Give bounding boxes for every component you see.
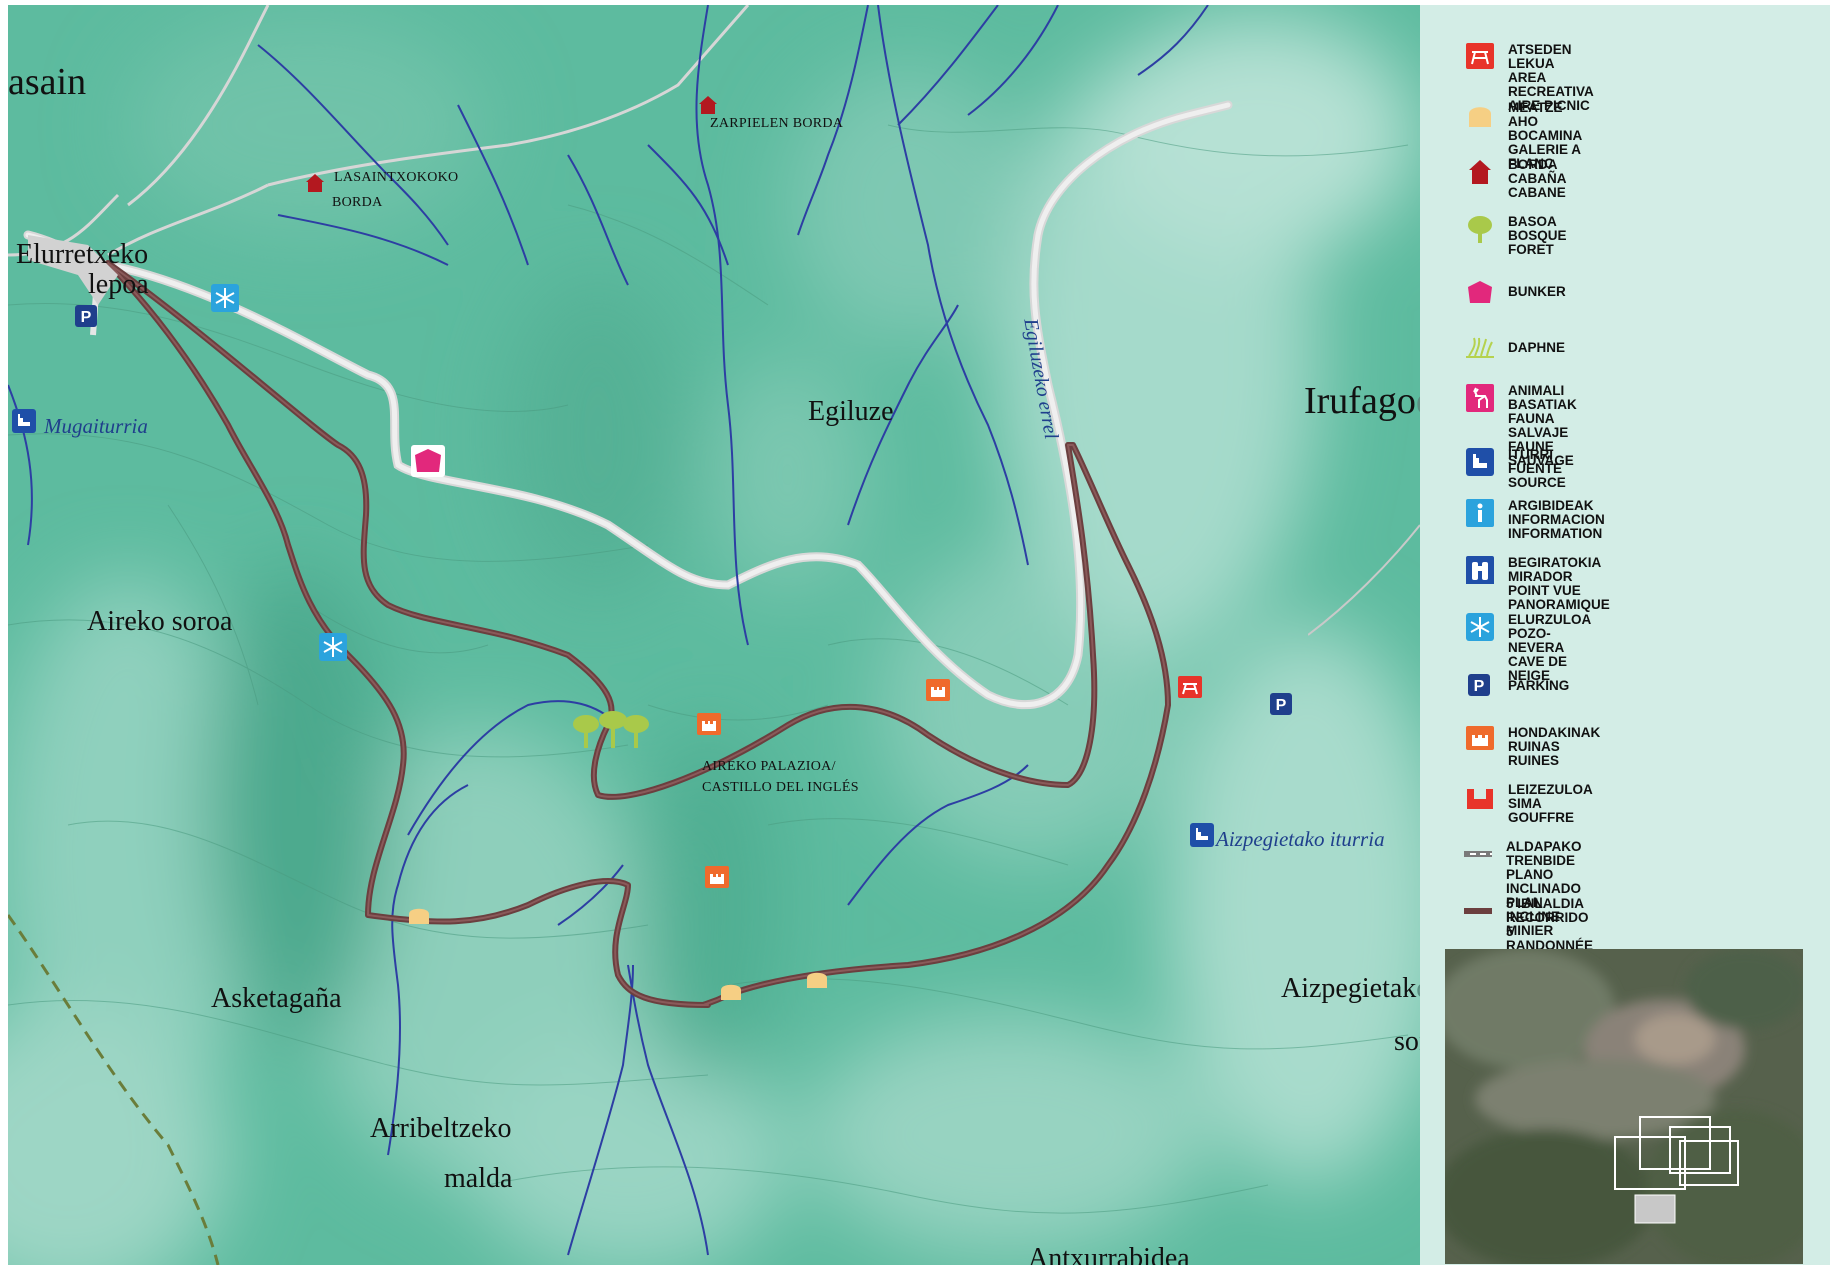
ruins-icon[interactable]	[705, 866, 729, 888]
place-aizpegietak-b: o	[1416, 973, 1420, 1004]
place-irufagoeta-b: eta	[1416, 380, 1420, 422]
picnic-icon[interactable]	[1178, 676, 1202, 698]
place-mugaiturria: Mugaiturria	[44, 414, 148, 438]
legend-label: HONDAKINAK RUINAS RUINES	[1508, 725, 1601, 768]
place-irufagoeta: Irufagoeta	[1304, 382, 1420, 420]
place-irufagoeta-a: Irufago	[1304, 380, 1416, 422]
legend-label: ARGIBIDEAK INFORMACION INFORMATION	[1508, 498, 1605, 541]
parking-letter: P	[1276, 697, 1287, 714]
place-arribeltzeko-malda: malda	[444, 1163, 513, 1194]
mine-entrance-icon[interactable]	[719, 979, 743, 1001]
legend-label: ATSEDEN LEKUA AREA RECREATIVA AIRE PICNI…	[1508, 42, 1594, 113]
ruins-icon	[1466, 726, 1494, 750]
parking-area	[28, 235, 118, 305]
legend-label: BORDA CABAÑA CABANE	[1508, 157, 1567, 200]
bunker-icon	[1468, 281, 1492, 303]
viewpoint-icon	[1466, 556, 1494, 584]
map-canvas	[8, 5, 1420, 1265]
bunker-icon[interactable]	[411, 445, 445, 477]
inset-aerial	[1445, 949, 1803, 1264]
hut-icon[interactable]	[305, 173, 325, 193]
legend-label: LEIZEZULOA SIMA GOUFFRE	[1508, 782, 1593, 825]
ruins-icon[interactable]	[926, 679, 950, 701]
place-elurretxeko: Elurretxeko	[16, 239, 149, 270]
hut-icon[interactable]	[698, 95, 718, 115]
off-map-road	[1308, 524, 1420, 636]
place-zarpielen: ZARPIELEN BORDA	[710, 116, 844, 131]
snow-well-icon	[1466, 613, 1494, 641]
place-lasaintxokoko: LASAINTXOKOKO	[334, 170, 459, 185]
wildlife-icon	[1466, 384, 1494, 412]
legend-label: BASOA BOSQUE FORET	[1508, 214, 1567, 257]
place-aireko-soroa: Aireko soroa	[87, 606, 233, 637]
place-lasain: asain	[8, 61, 87, 103]
inset-frames	[1614, 1116, 1739, 1190]
contour-lines	[8, 124, 1409, 1214]
boundary-line	[8, 914, 220, 1265]
mine-entrance-icon[interactable]	[407, 903, 431, 925]
route-5[interactable]	[105, 260, 1171, 1008]
place-soro-b: ro	[1419, 1026, 1420, 1057]
svg-text:P: P	[1474, 678, 1485, 695]
snow-well-icon[interactable]	[211, 284, 239, 312]
mine-entrance-icon[interactable]	[805, 967, 829, 989]
locator-inset-map[interactable]	[1445, 949, 1803, 1264]
information-icon	[1466, 499, 1494, 527]
legend-label: DAPHNE	[1508, 340, 1566, 355]
parking-icon[interactable]: P	[75, 305, 97, 327]
place-egiluze: Egiluze	[808, 396, 894, 427]
place-soro-a: so	[1394, 1026, 1419, 1057]
place-elurretxeko-lepoa: lepoa	[88, 269, 149, 300]
legend-label: BUNKER	[1508, 284, 1566, 299]
place-soroa: soro	[1394, 1028, 1420, 1056]
daphne-icon	[1466, 337, 1494, 358]
ruins-icon[interactable]	[697, 713, 721, 735]
parking-icon[interactable]: P	[1270, 693, 1292, 715]
inset-current-area	[1634, 1194, 1676, 1224]
legend-label: BEGIRATOKIA MIRADOR POINT VUE PANORAMIQU…	[1508, 555, 1610, 612]
place-antxurrabidea: Antxurrabidea	[1028, 1243, 1190, 1266]
hut-icon	[1469, 160, 1491, 184]
place-asketagana: Asketagaña	[211, 983, 342, 1014]
legend-label: PARKING	[1508, 678, 1570, 693]
fountain-icon	[1466, 448, 1494, 476]
legend-label: ELURZULOA POZO- NEVERA CAVE DE NEIGE	[1508, 612, 1592, 683]
snow-well-icon[interactable]	[319, 633, 347, 661]
legend-label: ALDAPAKO TRENBIDE PLANO INCLINADO PLAN I…	[1506, 839, 1582, 938]
forest-icon	[1468, 216, 1492, 243]
legend-label: ANIMALI BASATIAK FAUNA SALVAJE FAUNE SAU…	[1508, 383, 1577, 468]
legend-label: ITURRI FUENTE SOURCE	[1508, 447, 1566, 490]
parking-icon: P	[1468, 674, 1490, 696]
inclined-plane-icon	[1464, 851, 1492, 857]
mine-entrance-icon	[1469, 107, 1491, 127]
place-aizpegietako-iturria: Aizpegietako iturria	[1216, 827, 1385, 851]
place-castillo-del-ingles: CASTILLO DEL INGLÉS	[702, 780, 859, 795]
trail-map[interactable]: asain Elurretxeko lepoa Mugaiturria LASA…	[8, 5, 1420, 1265]
sinkhole-icon	[1467, 789, 1493, 809]
fountain-icon[interactable]	[1190, 823, 1214, 847]
fountain-icon[interactable]	[12, 409, 36, 433]
parking-letter: P	[81, 309, 92, 326]
map-legend: ATSEDEN LEKUA AREA RECREATIVA AIRE PICNI…	[1420, 5, 1830, 1265]
forest-icon[interactable]	[572, 710, 650, 752]
route-icon	[1464, 908, 1492, 914]
picnic-icon	[1466, 43, 1494, 69]
place-aireko-palazioa: AIREKO PALAZIOA/	[702, 759, 836, 774]
legend-label: MEATZE AHO BOCAMINA GALERIE A FLANC	[1508, 100, 1583, 171]
streams	[8, 5, 1209, 1256]
place-lasaintxokoko-borda: BORDA	[332, 195, 383, 210]
place-arribeltzeko: Arribeltzeko	[370, 1113, 512, 1144]
place-aizpegietako-soroa: Aizpegietako	[1281, 975, 1420, 1003]
place-aizpegietak-a: Aizpegietak	[1281, 973, 1417, 1004]
